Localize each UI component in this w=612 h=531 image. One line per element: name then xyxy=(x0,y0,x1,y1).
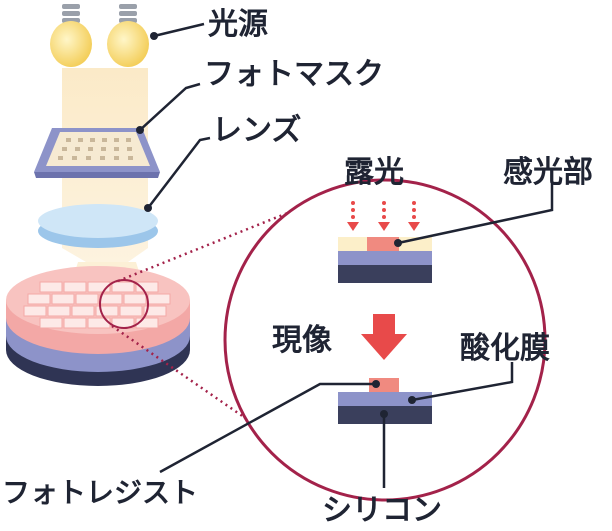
photomask-leader xyxy=(139,82,201,131)
down-arrow-icon xyxy=(378,201,390,231)
down-arrow-icon xyxy=(408,201,420,231)
label-lens: レンズ xyxy=(212,113,301,148)
wafer-chip-grid xyxy=(23,281,171,329)
label-photoresist: フォトレジスト xyxy=(2,476,198,509)
developed-layer-stack xyxy=(338,378,432,424)
zoom-connector-bottom xyxy=(111,324,281,444)
wafer xyxy=(6,266,190,386)
zoom-connector-top xyxy=(117,206,301,283)
label-photosensitive-area: 感光部 xyxy=(503,155,593,190)
exposure-layer-stack xyxy=(338,237,432,283)
photoresist-leader xyxy=(159,382,376,474)
label-silicon: シリコン xyxy=(322,493,442,528)
exposure-arrows xyxy=(347,201,420,231)
zoom-focus-circle xyxy=(99,279,149,329)
label-light-source: 光源 xyxy=(208,7,268,42)
photomask-pattern xyxy=(58,138,133,160)
label-oxide-film: 酸化膜 xyxy=(460,331,550,366)
light-source-leader xyxy=(153,22,205,38)
down-arrow-icon xyxy=(347,201,359,231)
lens-leader xyxy=(147,136,211,209)
photomask xyxy=(34,128,160,178)
label-exposure: 露光 xyxy=(344,155,404,190)
label-development: 現像 xyxy=(272,323,332,358)
light-bulb-icon xyxy=(107,4,149,67)
down-arrow-icon xyxy=(361,314,407,360)
oxide-leader xyxy=(411,362,514,402)
exposed-resist-region xyxy=(367,237,399,251)
leader-lines xyxy=(136,22,554,488)
photosensitive-leader xyxy=(397,184,554,245)
lens xyxy=(38,204,158,248)
label-photomask: フォトマスク xyxy=(204,57,384,92)
light-bulb-icon xyxy=(50,4,92,67)
